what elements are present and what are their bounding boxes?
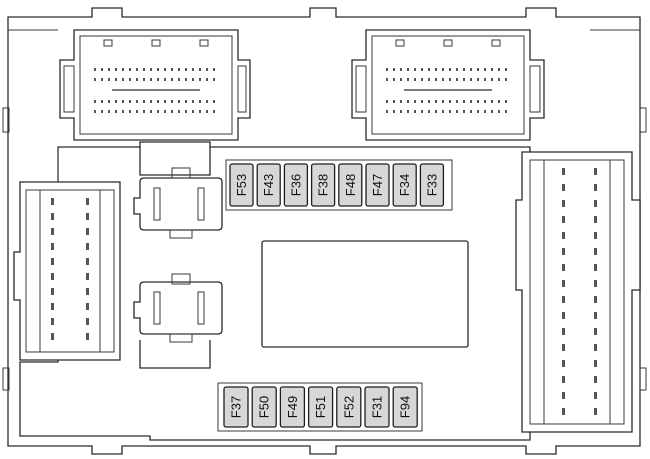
fuse-body (310, 163, 336, 207)
fuse-label: F47 (370, 174, 385, 196)
fuse-f36: F36 (283, 163, 309, 207)
fuse-label: F43 (261, 174, 276, 196)
fuse-body (336, 386, 362, 428)
fuse-label: F34 (397, 174, 412, 196)
connector-left (13, 181, 121, 361)
connector-top-left (59, 29, 251, 141)
fuse-body (229, 163, 254, 207)
pin-grid-right (386, 68, 507, 113)
fuse-body (365, 163, 390, 207)
fuse-label: F37 (229, 396, 244, 418)
fuse-f49: F49 (279, 386, 306, 428)
fuse-f94: F94 (392, 386, 418, 428)
pin-grid-left (94, 68, 215, 113)
fuse-f34: F34 (392, 163, 417, 207)
fuse-body (419, 163, 445, 207)
fuse-f31: F31 (364, 386, 390, 428)
fuse-row-lower: F37 F50 F49 F51 F52 F31 F94 (223, 386, 418, 428)
fuse-label: F48 (343, 174, 358, 196)
label-area (261, 240, 469, 348)
fuse-label: F50 (257, 396, 272, 418)
fuse-label: F49 (285, 396, 300, 418)
fuse-body (251, 386, 277, 428)
fuse-body (223, 386, 249, 428)
fuse-f33: F33 (419, 163, 445, 207)
fuse-label: F31 (370, 396, 385, 418)
fuse-f51: F51 (307, 386, 334, 428)
fuse-body (364, 386, 390, 428)
fuse-label: F94 (398, 396, 413, 418)
fuse-f52: F52 (336, 386, 362, 428)
fuse-f43: F43 (256, 163, 281, 207)
fuse-f48: F48 (338, 163, 363, 207)
fuse-f53: F53 (229, 163, 254, 207)
connector-top-right (351, 29, 545, 141)
fuse-label: F52 (341, 396, 356, 418)
fuse-body (279, 386, 306, 428)
fuse-body (283, 163, 309, 207)
fuse-label: F51 (313, 396, 328, 418)
fuse-label: F33 (424, 174, 439, 196)
pin-grid-left-vertical (51, 198, 89, 340)
connector-right (515, 151, 641, 433)
fuse-body (392, 163, 417, 207)
fuse-row-upper: F53 F43 F36 F38 F48 F47 F34 F33 (229, 163, 445, 207)
fuse-label: F38 (316, 174, 331, 196)
fuse-row-upper-frame (225, 159, 453, 211)
fuse-f47: F47 (365, 163, 390, 207)
fuse-body (392, 386, 418, 428)
fuse-f38: F38 (310, 163, 336, 207)
fuse-label: F36 (288, 174, 303, 196)
fuse-body (256, 163, 281, 207)
fuse-f37: F37 (223, 386, 249, 428)
pin-grid-right-vertical (562, 168, 597, 415)
relay-upper (133, 147, 223, 239)
fuse-f50: F50 (251, 386, 277, 428)
fuse-body (307, 386, 334, 428)
fuse-label: F53 (234, 174, 249, 196)
fuse-body (338, 163, 363, 207)
relay-lower (133, 273, 223, 369)
fuse-row-lower-frame (217, 382, 423, 432)
